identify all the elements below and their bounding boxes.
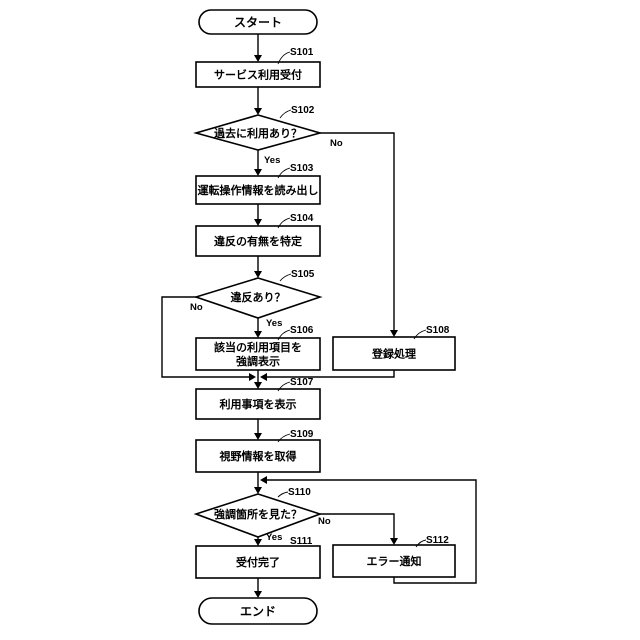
leader-line [280,274,291,281]
step-number-s106: S106 [290,325,314,336]
step-text-s101: サービス利用受付 [214,68,302,82]
step-text-s106-line1: 該当の利用項目を [214,340,302,354]
step-number-s112: S112 [426,535,449,546]
step-text-s107: 利用事項を表示 [220,397,297,411]
step-text-s104: 違反の有無を特定 [214,234,302,248]
start-label: スタート [234,16,282,30]
arrowhead [254,382,262,389]
connector-s108-merge [264,370,394,377]
start-terminal: スタート [199,10,317,34]
leader-line [280,110,291,118]
step-text-s111: 受付完了 [236,555,280,569]
arrowhead [254,108,262,115]
step-text-s110: 強調箇所を見た？ [214,507,302,521]
step-text-s108: 登録処理 [371,347,416,361]
step-number-s111: S111 [290,536,313,547]
branch-yes-s105: Yes [266,318,282,329]
branch-no-s110: No [318,516,331,527]
arrowhead [390,330,398,337]
step-number-s108: S108 [426,325,450,336]
arrowhead [254,55,262,62]
branch-yes-s102: Yes [264,155,280,166]
arrowhead [249,373,256,381]
arrowhead [390,538,398,545]
arrowhead [260,476,267,484]
arrowhead [254,271,262,278]
step-s110: 強調箇所を見た？ S110 No Yes [196,487,331,543]
arrowhead [254,169,262,176]
arrowhead [254,433,262,440]
step-number-s110: S110 [288,487,311,498]
arrowhead [254,219,262,226]
connector-s102-s108-no [320,133,394,333]
connector-s110-s112-no [320,514,394,541]
arrowhead [254,591,262,598]
step-text-s112: エラー通知 [367,554,422,568]
arrowhead [254,487,262,494]
step-s105: 違反あり？ S105 No Yes [190,269,320,329]
arrowhead [254,331,262,338]
step-text-s109: 視野情報を取得 [219,449,297,463]
end-terminal: エンド [199,598,317,624]
step-number-s109: S109 [290,429,314,440]
branch-no-s105: No [190,302,203,313]
step-text-s106-line2: 強調表示 [236,354,280,368]
end-label: エンド [240,605,276,619]
step-number-s104: S104 [290,213,314,224]
step-text-s105: 違反あり？ [231,290,286,304]
step-text-s103: 運転操作情報を読み出し [198,183,319,197]
branch-yes-s110: Yes [266,532,282,543]
step-number-s102: S102 [291,105,315,116]
leader-line [278,492,288,497]
step-text-s102: 過去に利用あり？ [213,126,302,140]
step-number-s103: S103 [290,163,314,174]
arrowhead [254,539,262,546]
arrowhead [260,373,267,381]
step-s102: 過去に利用あり？ S102 No Yes [196,105,343,166]
branch-no-s102: No [330,138,343,149]
step-number-s107: S107 [290,377,314,388]
step-number-s105: S105 [291,269,315,280]
step-number-s101: S101 [290,47,314,58]
